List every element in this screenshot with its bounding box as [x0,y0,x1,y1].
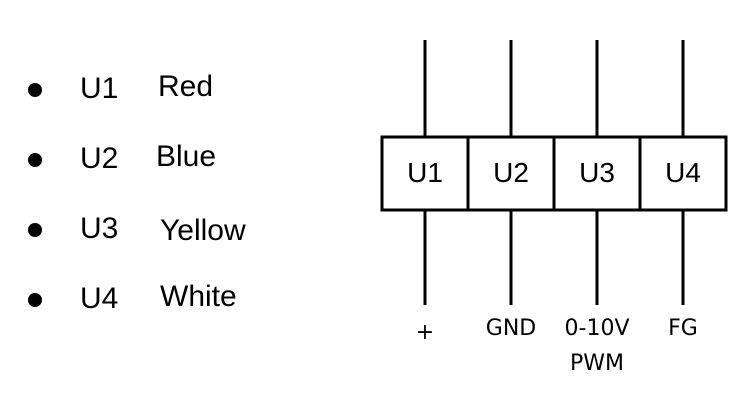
signal-label-u2: GND [485,316,537,341]
signal-label-u1: + [415,320,435,345]
pin-label-u2: U2 [493,157,529,188]
pin-label-u4: U4 [665,157,701,188]
legend-code: U3 [80,212,119,245]
signal-label-u4: FG [668,316,698,341]
bullet-icon [28,293,42,307]
wire-color-legend: U1 Red U2 Blue U3 Yellow U4 White [0,0,330,400]
legend-code: U1 [80,72,119,105]
legend-code: U2 [80,142,119,175]
bullet-icon [28,153,42,167]
legend-item-u1: U1 Red [0,65,330,115]
legend-item-u3: U3 Yellow [0,205,330,255]
legend-color: White [160,280,237,313]
legend-item-u4: U4 White [0,275,330,325]
connector-drawing [380,40,728,305]
bullet-icon [28,223,42,237]
bullet-icon [28,83,42,97]
signal-label-u3: 0-10V [564,316,630,341]
legend-color: Yellow [160,214,246,247]
legend-item-u2: U2 Blue [0,135,330,185]
signal-label-u3-line2: PWM [569,351,625,376]
legend-color: Red [158,70,214,103]
pin-label-u1: U1 [407,157,443,188]
connector-diagram: U1 U2 U3 U4 + GND 0-10V PWM FG [360,0,750,400]
legend-color: Blue [156,140,217,173]
pin-label-u3: U3 [579,157,615,188]
legend-code: U4 [80,282,119,315]
